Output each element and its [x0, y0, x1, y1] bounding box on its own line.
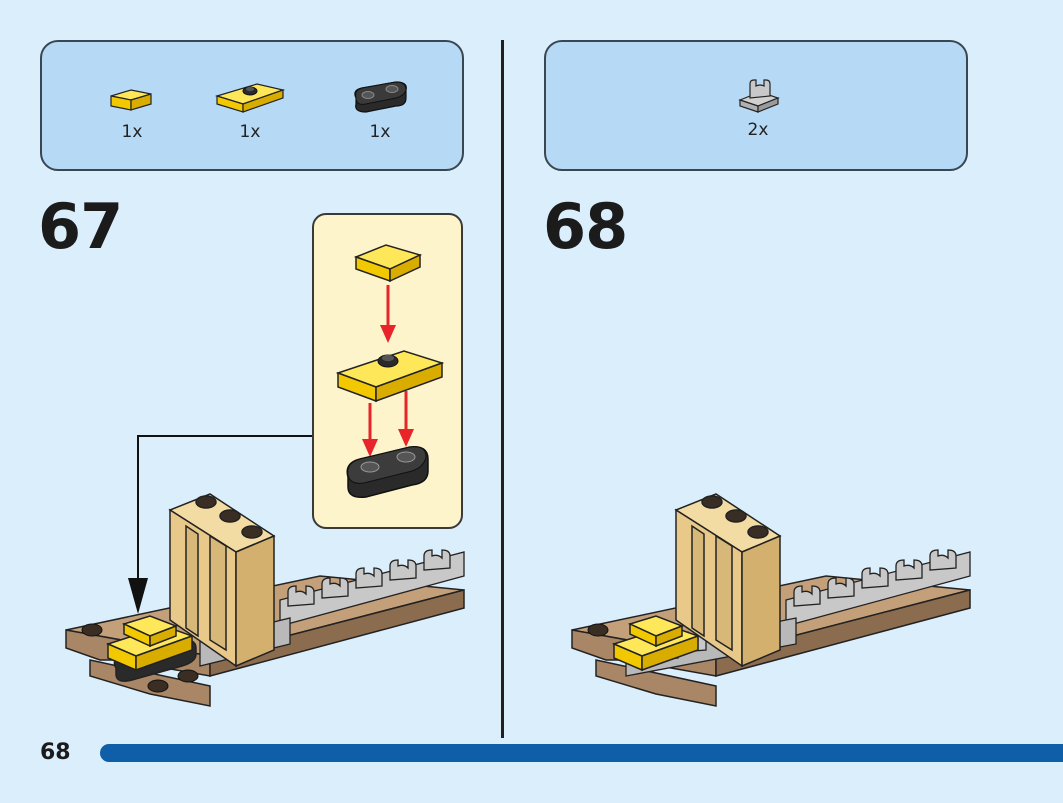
part-quantity: 1x — [121, 122, 143, 142]
part-quantity: 2x — [747, 120, 769, 140]
page-number: 68 — [40, 740, 71, 765]
black-rounded-plate-icon — [354, 81, 407, 113]
part-quantity: 1x — [239, 122, 261, 142]
progress-bar — [100, 744, 1063, 762]
part-yellow-tile: 1x — [92, 82, 172, 142]
callout-connector-arrow — [128, 435, 312, 614]
part-yellow-jumper-plate: 1x — [210, 74, 290, 142]
part-black-rounded-plate: 1x — [340, 76, 420, 142]
callout-yellow-tile — [353, 244, 423, 283]
part-quantity: 1x — [369, 122, 391, 142]
yellow-tile-icon — [110, 89, 152, 111]
model-step-68 — [571, 493, 971, 707]
yellow-jumper-plate-icon — [214, 83, 286, 113]
step-number-68: 68 — [543, 190, 628, 263]
parts-list-step-67: 1x 1x 1x — [40, 40, 464, 171]
model-step-67 — [65, 493, 465, 707]
sub-assembly-callout — [312, 213, 463, 529]
parts-list-step-68: 2x — [544, 40, 968, 171]
model-yellow-assembly — [105, 615, 197, 682]
step-number-67: 67 — [38, 190, 123, 263]
sub-assembly-diagram — [335, 244, 445, 499]
callout-yellow-jumper-plate — [335, 350, 445, 403]
callout-black-rounded-plate — [346, 446, 429, 499]
grey-clip-plate-icon — [738, 79, 780, 113]
step-divider — [501, 40, 504, 738]
part-grey-clip-plate: 2x — [718, 76, 798, 140]
